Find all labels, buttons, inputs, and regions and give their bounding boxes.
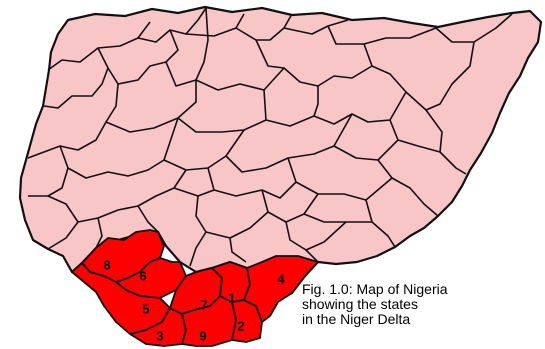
caption-line-2: showing the states [302, 296, 418, 312]
state-label-4: 4 [277, 271, 285, 286]
delta-state-4 [243, 255, 319, 323]
state-label-5: 5 [142, 301, 149, 316]
state-label-7: 7 [200, 297, 207, 312]
state-label-2: 2 [237, 318, 244, 333]
state-label-8: 8 [103, 257, 110, 272]
delta-state-labels: 8 6 5 3 7 9 1 2 4 [103, 257, 285, 343]
state-label-1: 1 [228, 290, 235, 305]
nigeria-outline [18, 5, 543, 302]
state-label-6: 6 [139, 268, 146, 283]
state-label-3: 3 [156, 328, 163, 343]
niger-delta-states [71, 229, 319, 347]
state-label-9: 9 [199, 328, 206, 343]
caption-line-3: in the Niger Delta [302, 311, 411, 327]
state-borders [27, 7, 513, 267]
figure-caption: Fig. 1.0: Map of Nigeria showing the sta… [302, 282, 542, 327]
caption-line-1: Fig. 1.0: Map of Nigeria [302, 281, 448, 297]
